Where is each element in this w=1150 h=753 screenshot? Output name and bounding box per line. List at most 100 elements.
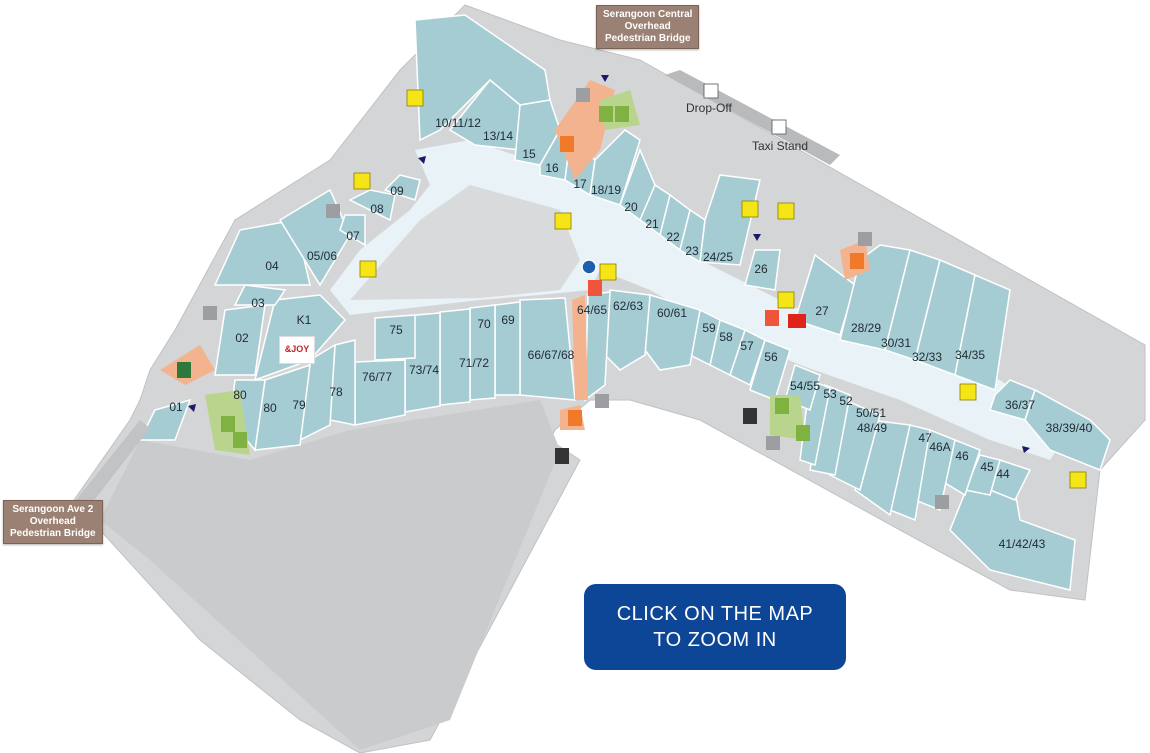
unit-label: 79 bbox=[292, 398, 306, 412]
bridge-southwest bbox=[60, 420, 150, 525]
service-core-mid bbox=[572, 295, 588, 400]
escalator-icon bbox=[1069, 471, 1087, 489]
unit-13-14[interactable] bbox=[448, 78, 521, 151]
unit-label: 18/19 bbox=[591, 183, 621, 197]
southwest-bridge-callout: Serangoon Ave 2 Overhead Pedestrian Brid… bbox=[3, 500, 103, 544]
toilet-icons bbox=[221, 106, 810, 448]
unit-label: 54/55 bbox=[790, 379, 820, 393]
unit-label: K1 bbox=[297, 313, 312, 327]
unit-label: 80 bbox=[263, 401, 277, 415]
unit-09[interactable] bbox=[383, 174, 421, 201]
exit-icon bbox=[935, 495, 949, 509]
unit-label: 73/74 bbox=[409, 363, 439, 377]
atm-icons bbox=[581, 259, 806, 328]
exit-icon bbox=[766, 436, 780, 450]
unit-label: 58 bbox=[719, 330, 733, 344]
unit-label: 17 bbox=[573, 177, 587, 191]
accessible-icon bbox=[796, 425, 810, 441]
unit-label: 08 bbox=[370, 202, 384, 216]
unit-label: 07 bbox=[346, 229, 360, 243]
callout-line: Serangoon Central bbox=[603, 9, 693, 20]
lift-icon bbox=[560, 136, 574, 152]
unit-label: 23 bbox=[685, 244, 699, 258]
unit-label: 66/67/68 bbox=[528, 348, 575, 362]
unit-label: 52 bbox=[839, 394, 853, 408]
unit-26[interactable] bbox=[744, 249, 781, 291]
toilet-icon bbox=[599, 106, 613, 122]
unit-03[interactable] bbox=[233, 284, 287, 306]
entrance-arrows bbox=[188, 75, 1030, 453]
unit-label: 02 bbox=[235, 331, 249, 345]
escalator-icon bbox=[777, 291, 795, 309]
zoom-in-button[interactable]: CLICK ON THE MAP TO ZOOM IN bbox=[584, 584, 846, 670]
unit-18-19[interactable] bbox=[589, 129, 641, 206]
escalators bbox=[353, 89, 1087, 489]
exit-icon bbox=[576, 88, 590, 102]
unit-label: 50/51 bbox=[856, 406, 886, 420]
unit-label: 46A bbox=[929, 440, 950, 454]
escalator-icon bbox=[777, 202, 795, 220]
unit-label: 15 bbox=[522, 147, 536, 161]
retail-units[interactable] bbox=[138, 14, 1111, 591]
unit-label: 45 bbox=[980, 460, 994, 474]
unit-label: 44 bbox=[996, 467, 1010, 481]
unit-label: 21 bbox=[645, 217, 659, 231]
unit-label: 69 bbox=[501, 313, 515, 327]
unit-38-39-40[interactable] bbox=[1024, 388, 1111, 471]
escalator-icon bbox=[554, 212, 572, 230]
unit-75[interactable] bbox=[374, 314, 416, 361]
entrance-arrow-icon bbox=[188, 404, 196, 412]
unit-label: 20 bbox=[624, 200, 638, 214]
unit-07[interactable] bbox=[339, 214, 366, 247]
entrance-arrow-icon bbox=[753, 234, 761, 241]
callout-line: Pedestrian Bridge bbox=[10, 528, 96, 539]
callout-line: Pedestrian Bridge bbox=[604, 33, 691, 44]
unit-label: 28/29 bbox=[851, 321, 881, 335]
north-bridge-callout: Serangoon Central Overhead Pedestrian Br… bbox=[596, 5, 700, 49]
unit-label: 71/72 bbox=[459, 356, 489, 370]
unit-label: 70 bbox=[477, 317, 491, 331]
unit-34-35[interactable] bbox=[954, 273, 1011, 392]
entrance-arrow-icon bbox=[418, 156, 426, 164]
exit-icon bbox=[326, 204, 340, 218]
unit-label: 57 bbox=[740, 339, 754, 353]
taxi-icon bbox=[771, 119, 787, 135]
unit-01[interactable] bbox=[138, 398, 192, 441]
unit-label: 34/35 bbox=[955, 348, 985, 362]
unit-label: 26 bbox=[754, 262, 768, 276]
unit-label: 32/33 bbox=[912, 350, 942, 364]
drop-off-label: Drop-Off bbox=[686, 101, 732, 115]
unit-label: 59 bbox=[702, 321, 716, 335]
lift-icon bbox=[177, 362, 191, 378]
unit-label: 03 bbox=[251, 296, 265, 310]
courtyard bbox=[350, 185, 580, 300]
unit-label: 46 bbox=[955, 449, 969, 463]
unit-label: 78 bbox=[329, 385, 343, 399]
unit-08[interactable] bbox=[348, 189, 396, 222]
unit-label: 60/61 bbox=[657, 306, 687, 320]
unit-label: 53 bbox=[823, 387, 837, 401]
transport-icons bbox=[703, 83, 787, 135]
joy-brand-logo: &JOY bbox=[279, 336, 315, 364]
unit-label: 38/39/40 bbox=[1046, 421, 1093, 435]
unit-label: 56 bbox=[764, 350, 778, 364]
unit-label: 16 bbox=[545, 161, 559, 175]
escalator-icon bbox=[599, 263, 617, 281]
unit-label: 80 bbox=[233, 388, 247, 402]
atm-icon bbox=[765, 310, 779, 326]
unit-24-25[interactable] bbox=[699, 174, 761, 266]
car-icon bbox=[703, 83, 719, 99]
atm-icon bbox=[588, 280, 602, 296]
atm-icon bbox=[581, 259, 597, 275]
unit-label: 48/49 bbox=[857, 421, 887, 435]
unit-label: 05/06 bbox=[307, 249, 337, 263]
lift-icon bbox=[568, 410, 582, 426]
unit-64-65[interactable] bbox=[584, 291, 611, 402]
callout-line: Overhead bbox=[624, 21, 671, 32]
zoom-button-line-1: CLICK ON THE MAP bbox=[616, 603, 814, 625]
unit-label: 75 bbox=[389, 323, 403, 337]
escalator-icon bbox=[959, 383, 977, 401]
